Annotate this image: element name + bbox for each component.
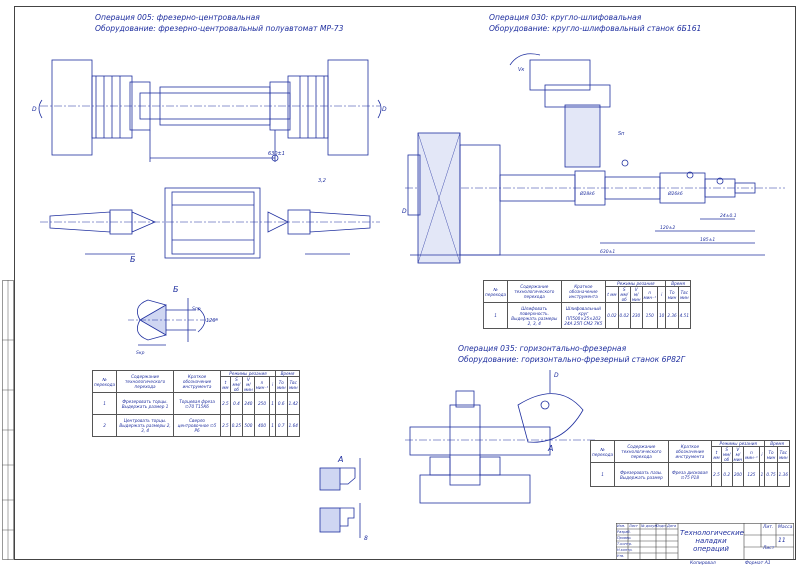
format-label: Формат А1 [745,561,771,566]
svg-text:D: D [382,106,387,113]
drawing-frame [14,6,796,560]
svg-text:185±1: 185±1 [700,237,715,243]
svg-text:D: D [554,372,559,379]
title-block-title: Технологические наладки операций [680,529,744,554]
svg-text:120±2: 120±2 [660,225,675,231]
svg-text:630±1: 630±1 [600,249,615,255]
svg-text:8: 8 [364,535,368,542]
op035-drawing: А D [405,370,595,504]
svg-text:24±0.1: 24±0.1 [720,213,737,219]
op035-title: Операция 035: горизонтально-фрезерная [458,344,627,353]
op005-equipment: Оборудование: фрезерно-центровальный пол… [95,24,344,33]
op035-regime-table: № перехода Содержание технологического п… [589,439,791,488]
svg-text:Sпр: Sпр [192,306,201,312]
op005-drawing: 630±1 D D Б 3,2 [32,59,387,264]
title-block-sheet-label: Лист [763,546,775,551]
svg-text:А: А [337,455,343,464]
svg-text:Б: Б [130,255,136,264]
svg-text:Vк: Vк [518,67,524,73]
svg-text:D: D [402,208,407,215]
svg-text:А: А [547,444,553,453]
view-a-detail: А 8 [319,455,368,542]
op005-view-b: Б 120° Sкр Sпр [128,285,219,356]
svg-text:Ø28k6: Ø28k6 [579,190,595,197]
op005-dim-630: 630±1 [268,151,285,157]
op030-title: Операция 030: кругло-шлифовальная [489,13,642,22]
svg-text:Sкр: Sкр [136,350,145,356]
op035-equipment: Оборудование: горизонтально-фрезерный ст… [458,355,685,364]
title-block-frame [616,523,794,560]
svg-text:Ø26k6: Ø26k6 [667,190,683,197]
svg-text:120°: 120° [206,318,219,324]
svg-text:Sп: Sп [618,131,625,137]
svg-text:D: D [32,106,37,113]
side-stamp-strip [2,280,14,560]
op030-equipment: Оборудование: кругло-шлифовальный станок… [489,24,702,33]
title-block-mass: Масса [778,525,793,530]
title-block-sheet: 11 [778,537,786,544]
op005-regime-table: № перехода Содержание технологического п… [91,369,301,438]
op005-title: Операция 005: фрезерно-центровальная [95,13,260,22]
op030-drawing: 630±1 185±1 120±2 24±0.1 Ø28k6 Ø26k6 Vк … [402,53,785,264]
op030-regime-table: № перехода Содержание технологического п… [482,279,692,330]
title-block-lit: Лит. [763,525,774,530]
svg-text:Б: Б [173,285,179,294]
copied-label: Копировал [690,561,716,566]
svg-text:3,2: 3,2 [318,178,326,184]
